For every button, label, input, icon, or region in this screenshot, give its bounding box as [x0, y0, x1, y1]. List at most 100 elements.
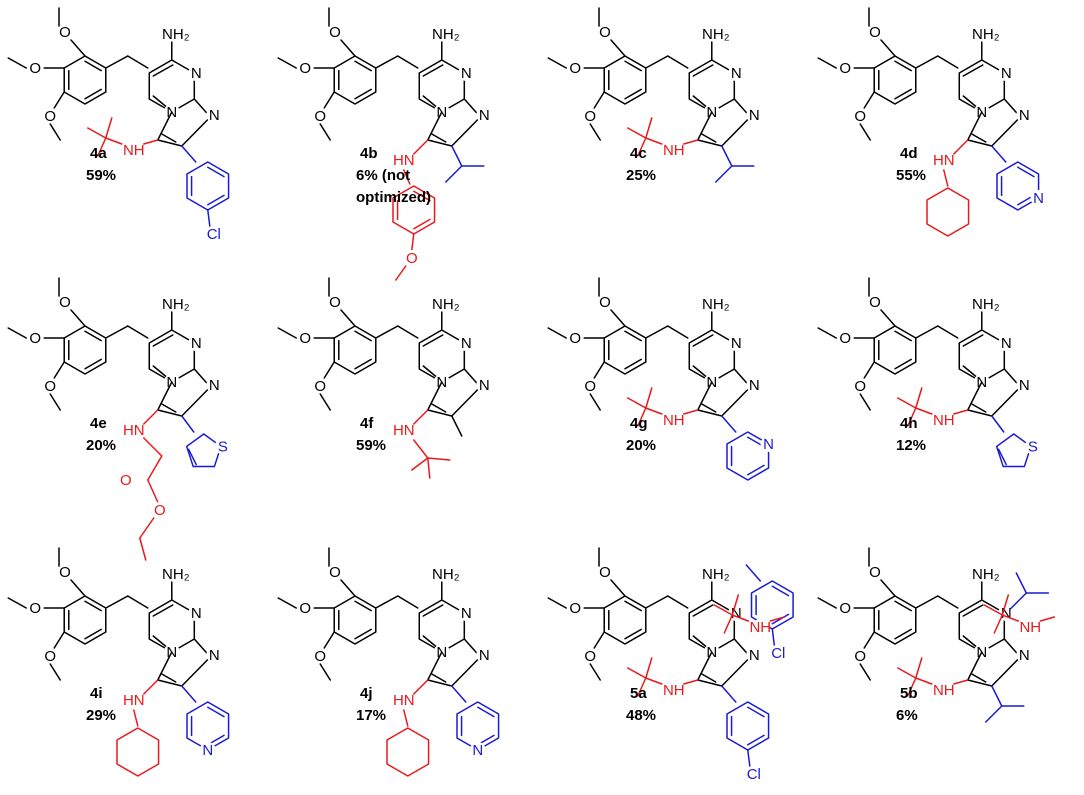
- methoxy-oxygen-top: O: [599, 294, 611, 311]
- methoxy-oxygen-top-mask: [867, 24, 883, 40]
- methoxy-oxygen-middle: O: [569, 60, 581, 77]
- 4a-label: 4a: [90, 145, 107, 162]
- 4a-chloro-mask: [205, 226, 222, 242]
- imidazole-nitrogen: N: [209, 107, 220, 124]
- 4f-hn-mask: [395, 422, 412, 438]
- ring-nitrogen-mask: [458, 65, 475, 81]
- 5a-top-chloro-mask: [770, 645, 787, 661]
- 5a-label: 5a: [630, 685, 647, 702]
- amino-group: NH₂: [972, 296, 1000, 313]
- ring-nitrogen: N: [731, 335, 742, 352]
- 4c-nh: NH: [663, 142, 685, 159]
- amino-group-mask: [707, 26, 724, 42]
- amino-group-mask: [437, 296, 454, 312]
- methoxy-oxygen-middle-mask: [567, 330, 584, 346]
- methoxy-oxygen-bottom-mask: [582, 648, 599, 664]
- imidazole-nitrogen-mask: [206, 377, 223, 393]
- ring-nitrogen: N: [1001, 65, 1012, 82]
- ring-nitrogen: N: [1001, 605, 1012, 622]
- amino-group-mask: [167, 566, 184, 582]
- methoxy-oxygen-top: O: [329, 24, 341, 41]
- methoxy-oxygen-bottom-mask: [852, 108, 869, 124]
- methoxy-oxygen-top: O: [59, 564, 71, 581]
- methoxy-oxygen-top: O: [329, 294, 341, 311]
- 4b-yield-label: 6% (not: [356, 167, 410, 184]
- methoxy-oxygen-bottom-mask: [312, 648, 329, 664]
- methoxy-oxygen-middle: O: [29, 330, 41, 347]
- 4j-pyridine-n-mask: [469, 742, 486, 758]
- 4e-ester-oxygen: O: [154, 502, 166, 519]
- methoxy-oxygen-top: O: [869, 564, 881, 581]
- methoxy-oxygen-bottom-mask: [312, 108, 329, 124]
- amino-group-mask: [167, 296, 184, 312]
- 4g-yield-label: 20%: [626, 437, 656, 454]
- 4b-hn: HN: [393, 152, 415, 169]
- ring-nitrogen: N: [191, 335, 202, 352]
- 4i-pyridine-n-mask: [199, 742, 216, 758]
- 4e-hn: HN: [123, 422, 145, 439]
- ring-nitrogen-mask: [728, 65, 745, 81]
- imidazole-nitrogen-mask: [1016, 377, 1033, 393]
- methoxy-oxygen-middle-mask: [567, 600, 584, 616]
- methoxy-oxygen-bottom: O: [44, 108, 56, 125]
- methoxy-oxygen-top: O: [869, 294, 881, 311]
- ring-nitrogen-mask: [998, 335, 1015, 351]
- methoxy-oxygen-bottom: O: [314, 378, 326, 395]
- imidazole-nitrogen-mask: [476, 107, 493, 123]
- 5b-nh-mask: [935, 682, 952, 698]
- methoxy-oxygen-top-mask: [327, 294, 343, 310]
- 4h-nh-mask: [935, 412, 952, 428]
- amino-group: NH₂: [972, 26, 1000, 43]
- amino-group-mask: [167, 26, 184, 42]
- 4c-label: 4c: [630, 145, 647, 162]
- methoxy-oxygen-top-mask: [867, 564, 883, 580]
- imidazole-nitrogen: N: [749, 647, 760, 664]
- ring-nitrogen: N: [461, 605, 472, 622]
- imidazole-nitrogen-mask: [476, 647, 493, 663]
- imidazole-nitrogen: N: [1019, 647, 1030, 664]
- methoxy-oxygen-bottom: O: [314, 108, 326, 125]
- 4h-thiophene-s: S: [1028, 438, 1038, 455]
- amino-group: NH₂: [702, 296, 730, 313]
- 4b-yield-line2-label: optimized): [356, 189, 431, 206]
- 4c-yield-label: 25%: [626, 167, 656, 184]
- ring-nitrogen-mask: [458, 335, 475, 351]
- 4g-pyridine-n: N: [763, 436, 774, 453]
- methoxy-oxygen-middle: O: [29, 60, 41, 77]
- 4h-yield-label: 12%: [896, 437, 926, 454]
- methoxy-oxygen-middle-mask: [837, 330, 854, 346]
- 5b-yield-label: 6%: [896, 707, 918, 724]
- 4i-pyridine-n: N: [202, 742, 213, 759]
- 4a-chloro: Cl: [207, 226, 221, 243]
- ring-nitrogen-mask: [458, 605, 475, 621]
- ring-nitrogen: N: [731, 65, 742, 82]
- 4e-label: 4e: [90, 415, 107, 432]
- methoxy-oxygen-middle-mask: [567, 60, 584, 76]
- 4i-hn-mask: [125, 692, 142, 708]
- 5b-top-nh: NH: [1019, 619, 1041, 636]
- 4a-yield-label: 59%: [86, 167, 116, 184]
- 4b-methoxy-oxygen: O: [406, 250, 418, 267]
- 4b-hn-mask: [395, 152, 412, 168]
- methoxy-oxygen-bottom: O: [44, 648, 56, 665]
- methoxy-oxygen-top-mask: [597, 294, 613, 310]
- amino-group: NH₂: [702, 26, 730, 43]
- imidazole-nitrogen: N: [479, 107, 490, 124]
- 4d-label: 4d: [900, 145, 918, 162]
- methoxy-oxygen-bottom: O: [854, 648, 866, 665]
- methoxy-oxygen-middle-mask: [27, 330, 44, 346]
- 4j-pyridine-n: N: [472, 742, 483, 759]
- methoxy-oxygen-top: O: [59, 24, 71, 41]
- 4h-label: 4h: [900, 415, 918, 432]
- methoxy-oxygen-bottom: O: [584, 378, 596, 395]
- amino-group-mask: [707, 566, 724, 582]
- methoxy-oxygen-bottom: O: [584, 648, 596, 665]
- 5a-top-nh: NH: [749, 619, 771, 636]
- 4d-yield-label: 55%: [896, 167, 926, 184]
- methoxy-oxygen-middle: O: [839, 600, 851, 617]
- amino-group: NH₂: [972, 566, 1000, 583]
- methoxy-oxygen-top-mask: [867, 294, 883, 310]
